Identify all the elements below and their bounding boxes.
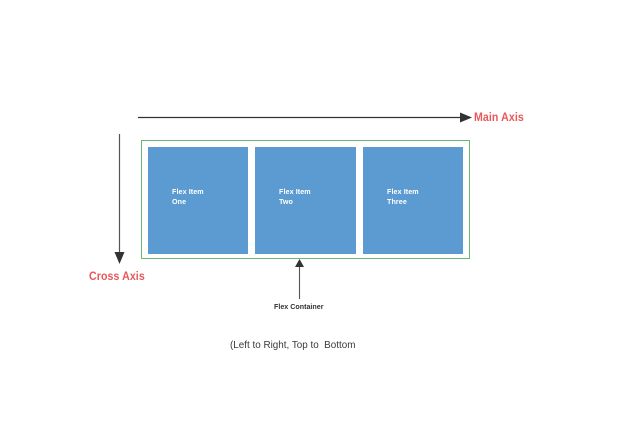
flex-container-callout-arrow-icon [290,259,310,299]
flex-container: Flex Item One Flex Item Two Flex Item Th… [141,140,470,259]
flex-container-caption: Flex Container [274,302,324,311]
cross-axis-arrow-icon [110,134,130,266]
flex-item-three: Flex Item Three [362,147,463,254]
cross-axis-label: Cross Axis [89,271,145,283]
main-axis-label: Main Axis [474,112,524,124]
flex-item-one-label: Flex Item One [172,187,204,206]
flex-item-one: Flex Item One [148,147,249,254]
main-axis-arrow-icon [138,108,474,128]
direction-caption: (Left to Right, Top to Bottom [230,339,356,351]
flex-item-two: Flex Item Two [255,147,356,254]
flex-item-three-label: Flex Item Three [386,187,419,206]
flex-item-two-label: Flex Item Two [279,187,312,206]
